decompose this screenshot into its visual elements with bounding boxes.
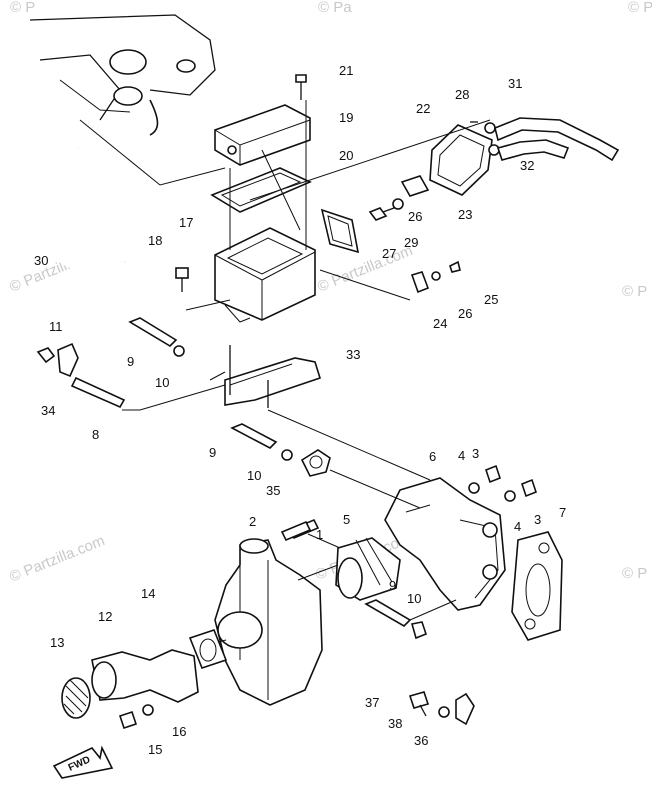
watermark-fragment: © Pa bbox=[318, 0, 352, 16]
callout-label: 33 bbox=[346, 347, 360, 362]
callout-label: 36 bbox=[414, 733, 428, 748]
callout-label: 13 bbox=[50, 635, 64, 650]
callout-label: 16 bbox=[172, 724, 186, 739]
screw bbox=[295, 74, 307, 100]
manifold-gasket bbox=[511, 531, 563, 641]
carburetor bbox=[214, 518, 323, 706]
nuts-and-washers bbox=[468, 464, 537, 502]
watermarks: © P © Pa © P © Partzilla.com © Partzilla… bbox=[7, 0, 652, 586]
callout-label: 12 bbox=[98, 609, 112, 624]
screw-and-washer bbox=[118, 704, 154, 730]
callout-label: 19 bbox=[339, 110, 353, 125]
callout-label: 10 bbox=[155, 375, 169, 390]
callout-label: 22 bbox=[416, 101, 430, 116]
fitting bbox=[175, 267, 189, 292]
callout-label: 5 bbox=[343, 512, 350, 527]
callout-label: 1 bbox=[316, 527, 323, 542]
callout-label: 3 bbox=[472, 446, 479, 461]
watermark-fragment: © P bbox=[628, 0, 652, 16]
callout-label: 24 bbox=[433, 316, 447, 331]
callout-label: 9 bbox=[209, 445, 216, 460]
intake-elbow bbox=[91, 649, 199, 703]
fwd-arrow: FWD bbox=[52, 745, 114, 779]
carb-gasket bbox=[188, 629, 228, 669]
leader-lines bbox=[79, 100, 491, 643]
hose bbox=[34, 99, 159, 273]
bottom-right-parts bbox=[408, 691, 475, 726]
engine-housing bbox=[29, 14, 216, 121]
callout-label: 23 bbox=[458, 207, 472, 222]
callout-label: 25 bbox=[484, 292, 498, 307]
callout-label: 11 bbox=[49, 319, 63, 334]
intake-screen bbox=[61, 677, 91, 719]
callout-label: 35 bbox=[266, 483, 280, 498]
nut-and-clip bbox=[36, 342, 79, 378]
watermark: © Partzilla.com bbox=[315, 242, 415, 296]
callout-label: 2 bbox=[249, 514, 256, 529]
callout-label: 10 bbox=[407, 591, 421, 606]
callout-label: 17 bbox=[179, 215, 193, 230]
bracket bbox=[224, 345, 321, 408]
intake-cover bbox=[214, 104, 311, 166]
callout-label: 15 bbox=[148, 742, 162, 757]
callout-label: 34 bbox=[41, 403, 55, 418]
callout-label: 18 bbox=[148, 233, 162, 248]
callout-label: 9 bbox=[127, 354, 134, 369]
callout-label: 26 bbox=[458, 306, 472, 321]
callout-label: 10 bbox=[247, 468, 261, 483]
stud bbox=[280, 520, 312, 542]
callout-label: 37 bbox=[365, 695, 379, 710]
watermark-fragment: © P bbox=[10, 0, 35, 16]
callout-label: 3 bbox=[534, 512, 541, 527]
callout-label: 38 bbox=[388, 716, 402, 731]
silencer-body bbox=[214, 227, 316, 323]
callout-label: 26 bbox=[408, 209, 422, 224]
watermark-fragment: © P bbox=[622, 283, 647, 300]
callout-label: 20 bbox=[339, 148, 353, 163]
reed-housing bbox=[429, 122, 500, 196]
callout-label: 4 bbox=[458, 448, 465, 463]
callout-label: 27 bbox=[382, 246, 396, 261]
small-parts-upper-right bbox=[320, 121, 478, 294]
gasket bbox=[210, 167, 312, 213]
callout-label: 9 bbox=[389, 578, 396, 593]
callout-label: 14 bbox=[141, 586, 155, 601]
clamp bbox=[300, 449, 331, 477]
callout-label: 28 bbox=[455, 87, 469, 102]
callout-label: 31 bbox=[508, 76, 522, 91]
callout-label: 29 bbox=[404, 235, 418, 250]
watermark-fragment: © P bbox=[622, 565, 647, 582]
callout-label: 7 bbox=[559, 505, 566, 520]
callout-label: 30 bbox=[34, 253, 48, 268]
pipes bbox=[494, 117, 620, 162]
callout-label: 32 bbox=[520, 158, 534, 173]
bolts-and-washers bbox=[70, 317, 427, 640]
intake-manifold bbox=[384, 477, 506, 611]
watermark: © Partzilla.com bbox=[7, 532, 107, 586]
callout-label: 21 bbox=[339, 63, 353, 78]
callout-label: 6 bbox=[429, 449, 436, 464]
insulator bbox=[335, 537, 401, 601]
callout-label: 8 bbox=[92, 427, 99, 442]
callouts: 1 2 3 3 4 4 5 6 7 8 9 9 9 10 10 10 11 12… bbox=[34, 63, 566, 757]
callout-label: 4 bbox=[514, 519, 521, 534]
